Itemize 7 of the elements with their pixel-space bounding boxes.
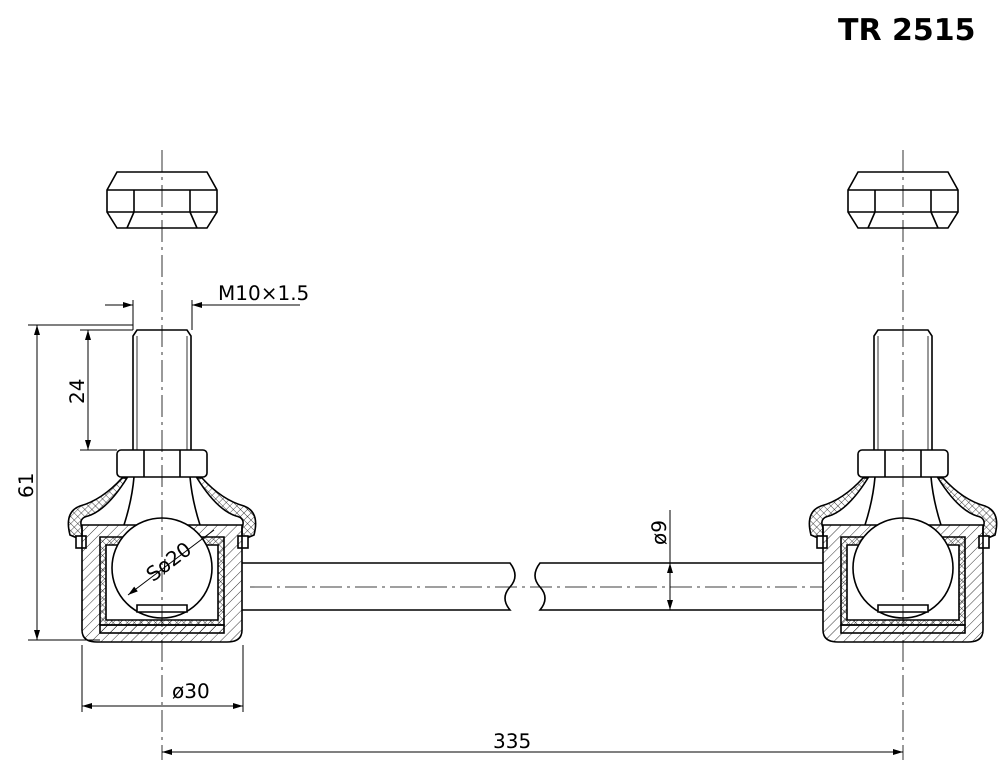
dimension-label: 335 xyxy=(493,730,532,752)
dimension-label: ø9 xyxy=(648,520,670,545)
dimension-label: ø30 xyxy=(172,680,210,702)
dimension-label: 24 xyxy=(66,378,88,404)
dimension-label: M10×1.5 xyxy=(218,282,310,304)
dimension-label: 61 xyxy=(15,472,37,498)
part-number: TR 2515 xyxy=(838,14,976,48)
